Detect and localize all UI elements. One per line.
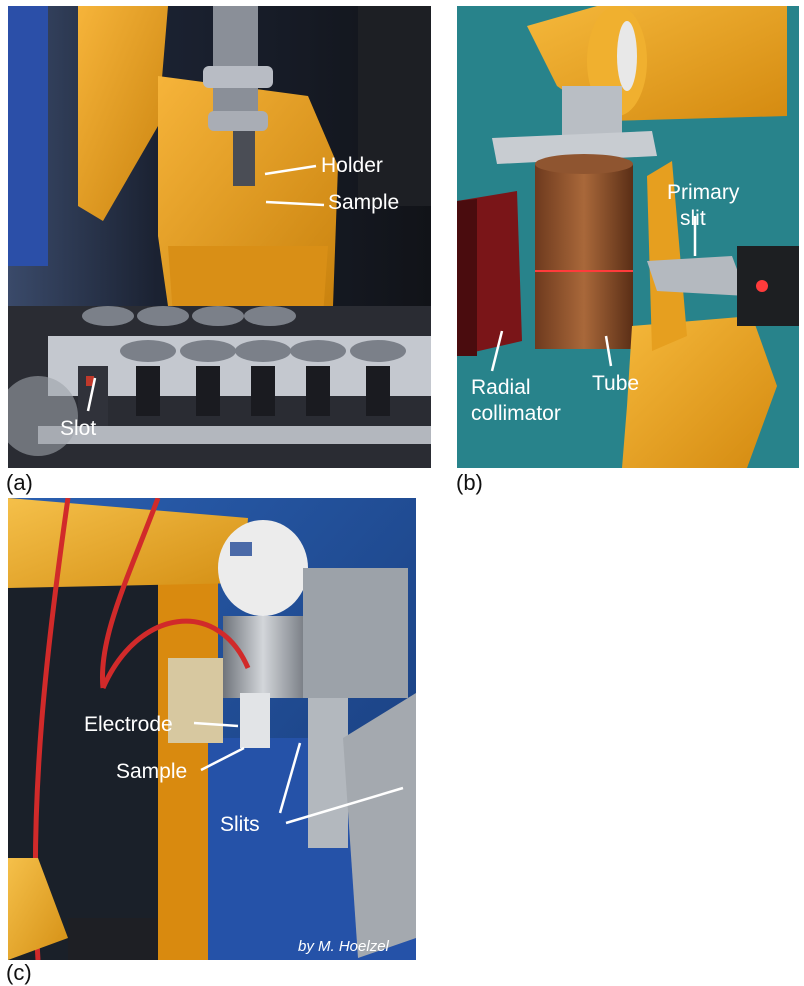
sample-label-a: Sample (328, 191, 399, 214)
slits-label: Slits (220, 813, 260, 836)
collimator-pointer (490, 330, 504, 372)
holder-pointer (264, 164, 317, 176)
photo-b-illustration: Primary slit Radial collimator Tube (457, 6, 799, 468)
panel-label-b: (b) (456, 470, 483, 495)
photo-panel-a: Holder Sample Slot (8, 6, 431, 468)
tube-label: Tube (592, 372, 639, 395)
photo-c-illustration: Electrode Sample Slits by M. Hoelzel (8, 498, 416, 960)
sample-label-c: Sample (116, 760, 187, 783)
photo-panel-b: Primary slit Radial collimator Tube (457, 6, 799, 468)
sample-pointer (265, 200, 325, 207)
primary-label-line1: Primary (667, 181, 740, 204)
slits-pointer-1 (278, 742, 302, 814)
primary-label-line2: slit (680, 207, 706, 230)
holder-label: Holder (321, 154, 383, 177)
slits-pointer-2 (285, 786, 404, 825)
panel-label-a: (a) (6, 470, 33, 495)
slot-label: Slot (60, 417, 96, 440)
photo-panel-c: Electrode Sample Slits by M. Hoelzel (8, 498, 416, 960)
panel-label-c: (c) (6, 960, 32, 985)
photo-a-illustration: Holder Sample Slot (8, 6, 431, 468)
electrode-label: Electrode (84, 713, 173, 736)
tube-pointer (604, 335, 613, 367)
photo-credit: by M. Hoelzel (298, 938, 390, 955)
electrode-pointer (193, 721, 239, 728)
radial-label-line1: Radial (471, 376, 531, 399)
sample-pointer-c (200, 746, 245, 772)
slot-pointer (86, 377, 97, 412)
radial-label-line2: collimator (471, 402, 561, 425)
